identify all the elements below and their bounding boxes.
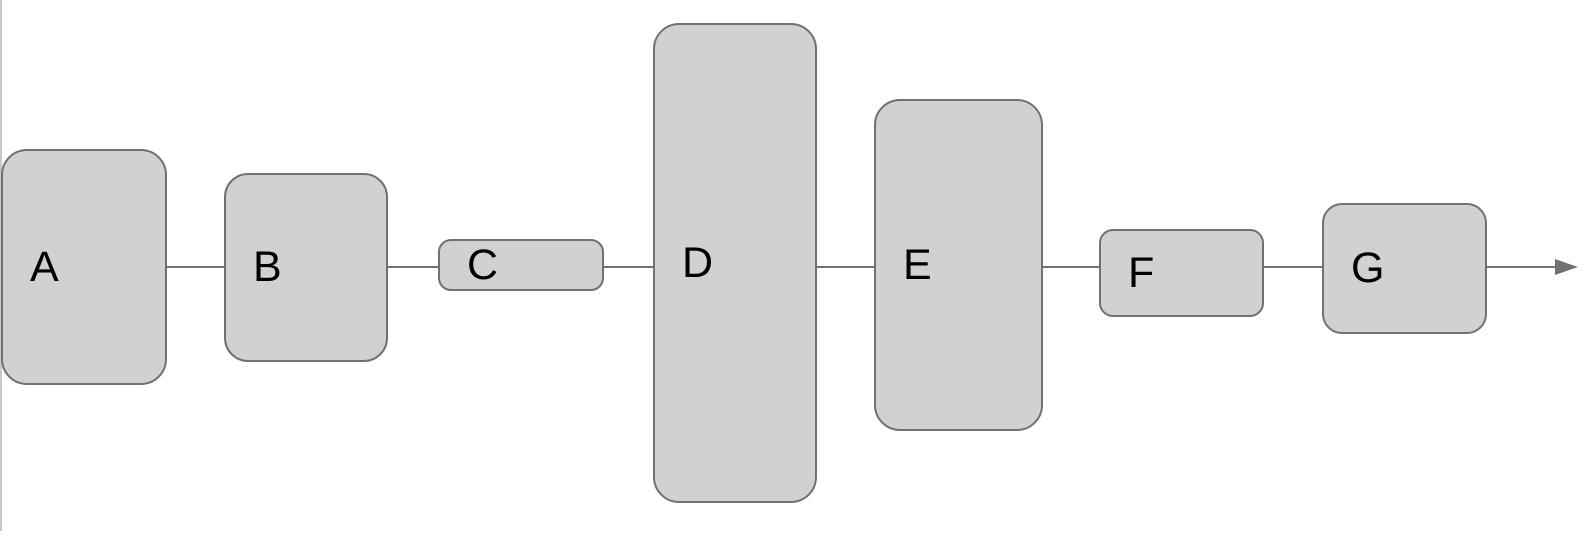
node-C[interactable]: C (438, 239, 604, 291)
connector-E-F[interactable] (1043, 266, 1099, 268)
node-label-E: E (903, 240, 932, 289)
node-label-G: G (1351, 244, 1385, 292)
connector-C-D[interactable] (604, 266, 653, 268)
connector-A-B[interactable] (167, 266, 224, 268)
connector-B-C[interactable] (388, 266, 438, 268)
connector-D-E[interactable] (817, 266, 874, 268)
connector-F-G[interactable] (1264, 266, 1322, 268)
node-B[interactable]: B (224, 173, 388, 362)
node-label-C: C (467, 240, 499, 289)
node-F[interactable]: F (1099, 229, 1264, 317)
node-label-B: B (253, 243, 282, 291)
node-D[interactable]: D (653, 23, 817, 503)
connector-G-end[interactable] (1487, 266, 1558, 268)
node-label-A: A (30, 242, 59, 291)
node-G[interactable]: G (1322, 203, 1487, 334)
node-A[interactable]: A (1, 149, 167, 385)
node-label-D: D (682, 238, 714, 287)
node-label-F: F (1128, 248, 1155, 297)
arrow-head-icon (1555, 259, 1578, 275)
node-E[interactable]: E (874, 99, 1043, 431)
